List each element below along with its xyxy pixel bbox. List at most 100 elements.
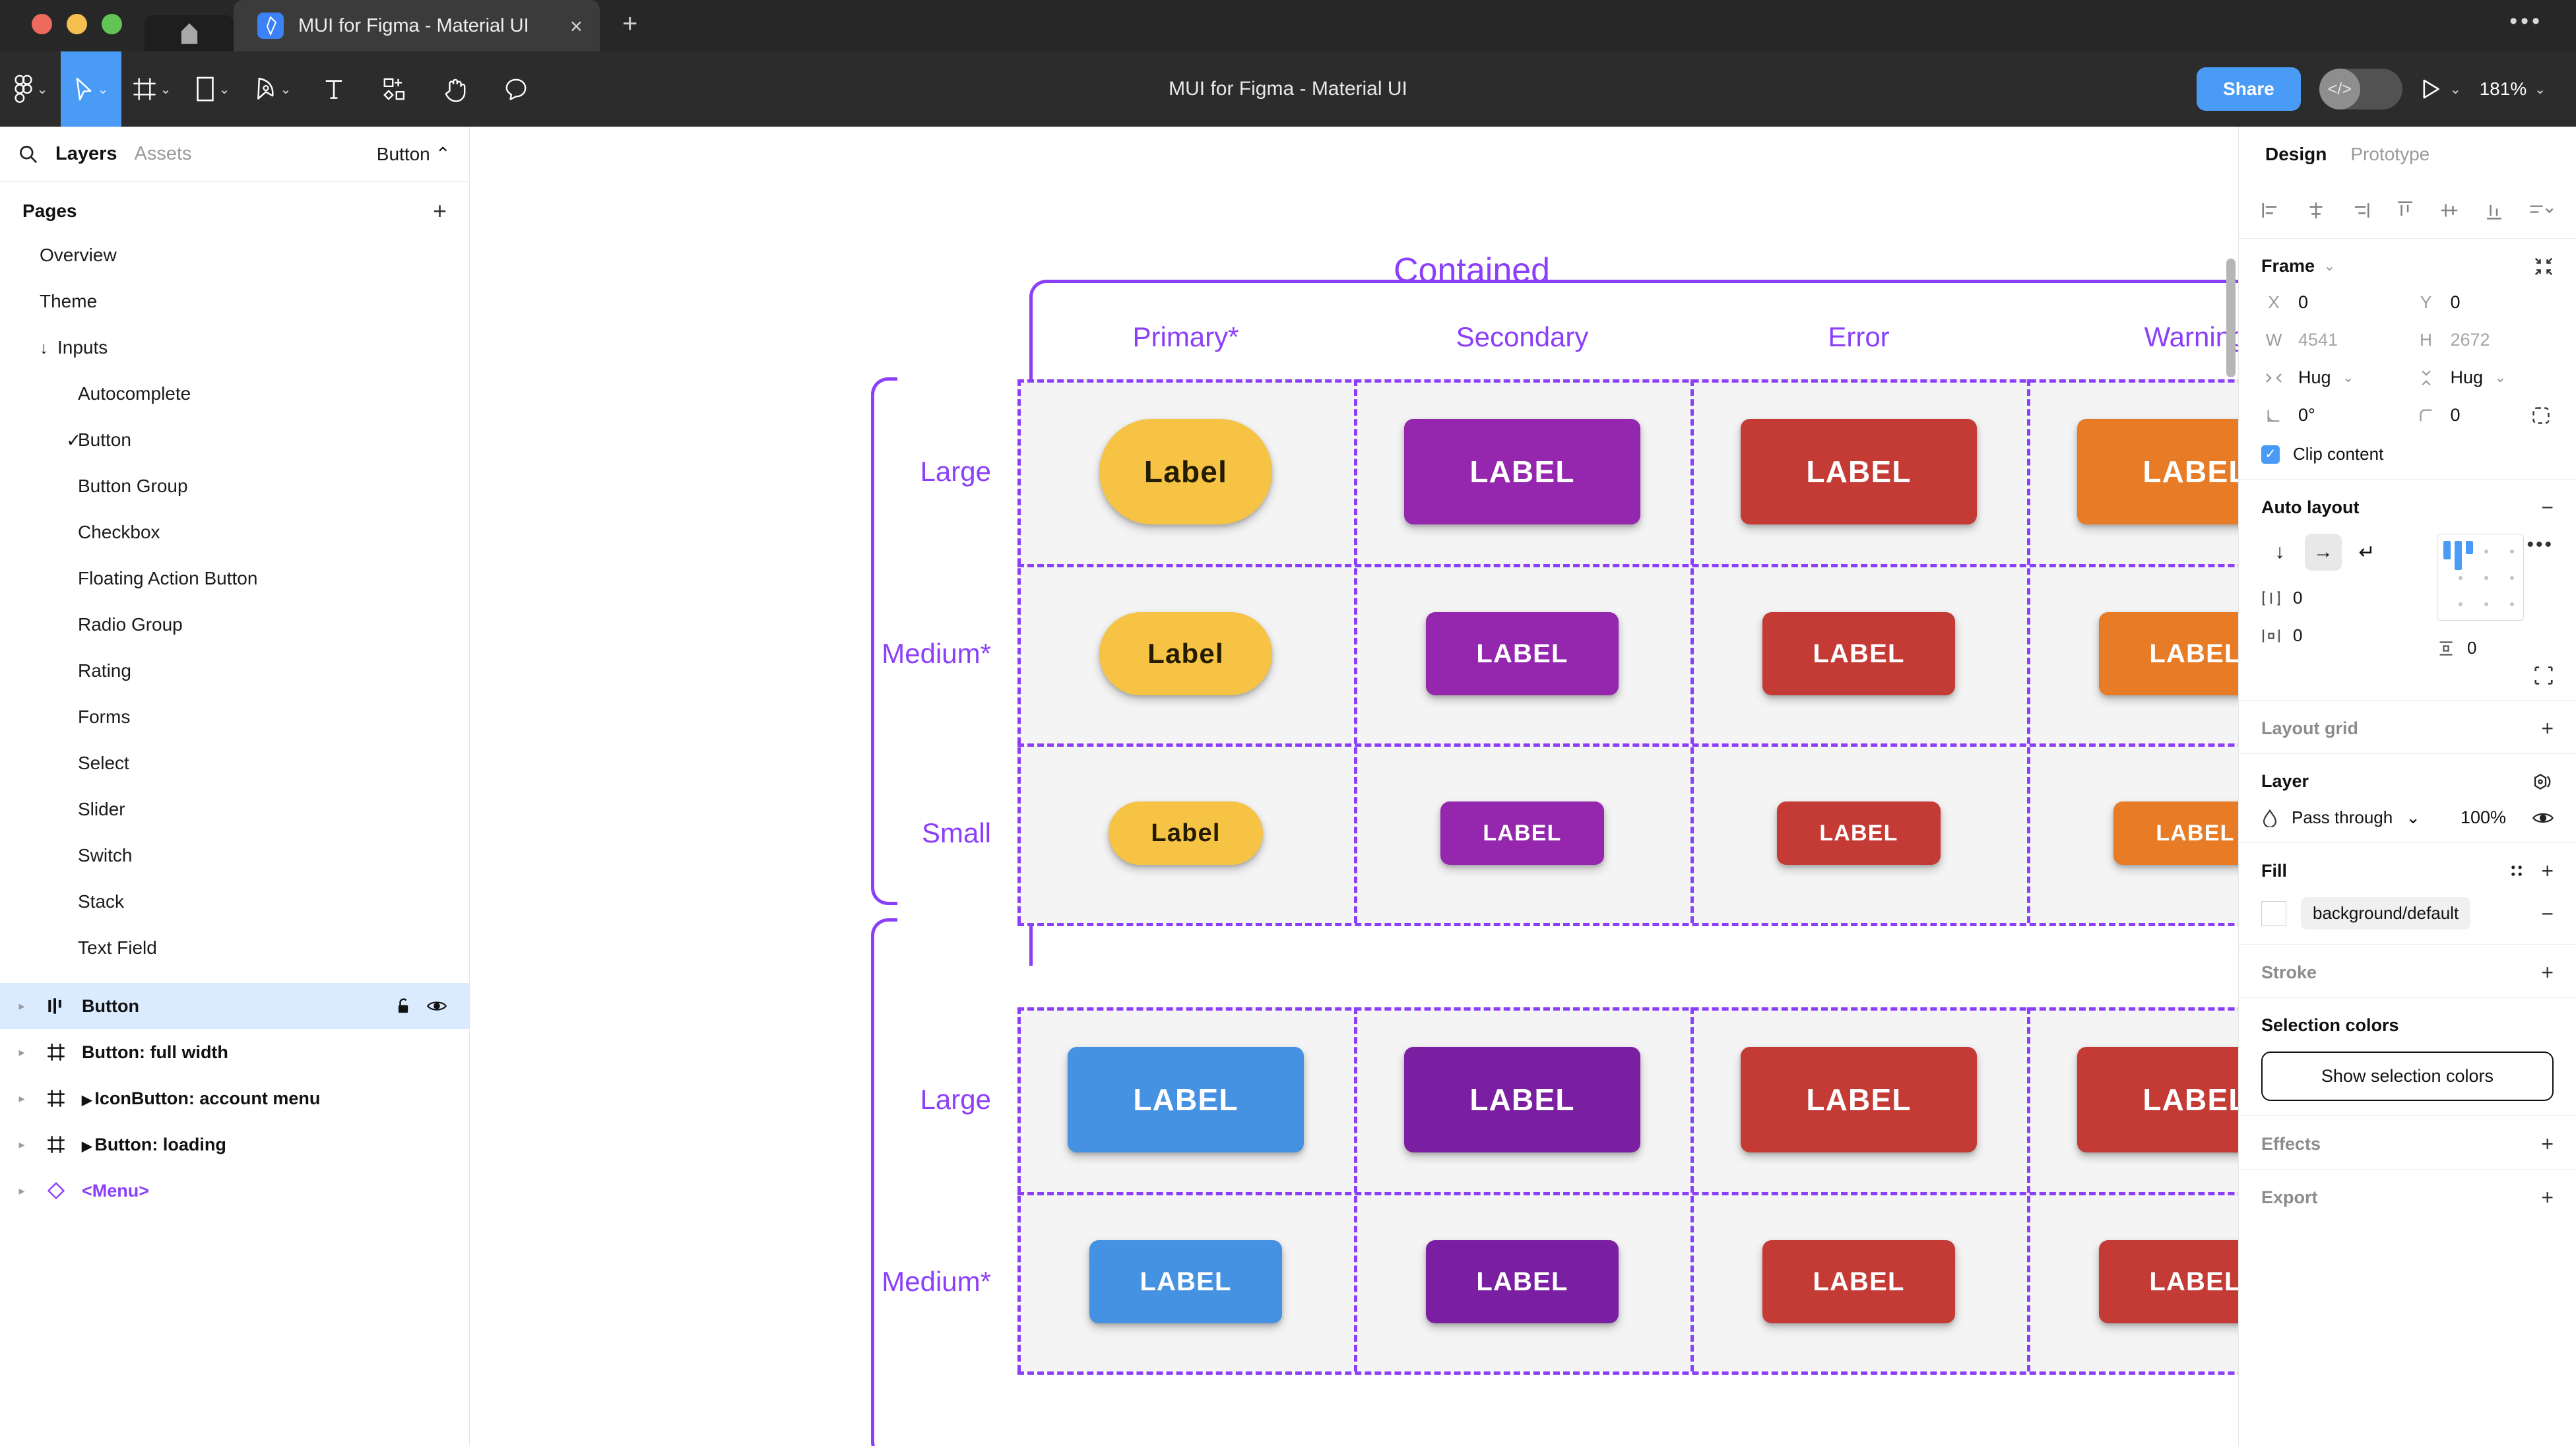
preview-button[interactable]: LABEL	[1777, 802, 1941, 865]
dev-mode-toggle[interactable]: </>	[2319, 69, 2402, 110]
align-top-icon[interactable]	[2395, 201, 2415, 220]
clip-content-row[interactable]: ✓ Clip content	[2261, 444, 2554, 464]
visibility-icon[interactable]	[427, 998, 447, 1014]
hand-tool-icon[interactable]	[425, 51, 486, 127]
layout-direction-vertical-icon[interactable]: ↓	[2261, 534, 2298, 571]
page-item-switch[interactable]: Switch	[0, 833, 469, 879]
home-tab-button[interactable]	[145, 15, 234, 51]
component-selector[interactable]: Button ⌃	[377, 143, 451, 165]
page-item-button-group[interactable]: Button Group	[0, 463, 469, 509]
preview-button[interactable]: Label	[1099, 612, 1272, 695]
show-selection-colors-button[interactable]: Show selection colors	[2261, 1052, 2554, 1101]
add-fill-icon[interactable]: +	[2541, 860, 2554, 881]
figma-menu-icon[interactable]: ⌄	[0, 51, 61, 127]
align-vertical-center-icon[interactable]	[2439, 201, 2459, 220]
layer-item-menu[interactable]: ▸<Menu>	[0, 1168, 469, 1214]
page-item-checkbox[interactable]: Checkbox	[0, 509, 469, 555]
page-item-text-field[interactable]: Text Field	[0, 925, 469, 971]
new-tab-icon[interactable]: +	[600, 11, 637, 51]
expand-layer-icon[interactable]: ▸	[13, 1138, 30, 1152]
preview-button[interactable]: LABEL	[1404, 1047, 1640, 1152]
expand-layer-icon[interactable]: ▸	[13, 1046, 30, 1059]
page-item-radio-group[interactable]: Radio Group	[0, 602, 469, 648]
resources-tool-icon[interactable]	[364, 51, 425, 127]
page-item-theme[interactable]: Theme	[0, 278, 469, 325]
expand-layer-icon[interactable]: ▸	[13, 1092, 30, 1106]
page-item-inputs[interactable]: ↓Inputs	[0, 325, 469, 371]
fill-color-swatch[interactable]	[2261, 901, 2286, 926]
page-item-button[interactable]: ✓Button	[0, 417, 469, 463]
remove-auto-layout-icon[interactable]: −	[2541, 497, 2554, 518]
canvas-vertical-scrollbar[interactable]	[2226, 259, 2236, 377]
preview-button[interactable]: LABEL	[1426, 612, 1619, 695]
share-button[interactable]: Share	[2197, 67, 2301, 111]
page-item-autocomplete[interactable]: Autocomplete	[0, 371, 469, 417]
auto-layout-more-icon[interactable]: •••	[2527, 534, 2554, 556]
corner-radius-field[interactable]: 0	[2414, 405, 2554, 425]
browser-overflow-icon[interactable]: •••	[2509, 9, 2576, 51]
align-right-icon[interactable]	[2350, 201, 2370, 220]
item-spacing-field[interactable]: 0	[2261, 588, 2426, 608]
layer-item-button[interactable]: ▸Button	[0, 983, 469, 1029]
close-window-button[interactable]	[32, 14, 52, 34]
preview-button[interactable]: LABEL	[1741, 419, 1977, 524]
search-icon[interactable]	[18, 144, 38, 164]
minimize-window-button[interactable]	[67, 14, 87, 34]
layout-direction-wrap-icon[interactable]: ↵	[2348, 534, 2385, 571]
browser-tab[interactable]: MUI for Figma - Material UI ×	[234, 0, 600, 51]
add-layout-grid-icon[interactable]: +	[2541, 718, 2554, 739]
tab-assets[interactable]: Assets	[135, 143, 192, 165]
padding-vertical-field[interactable]: 0	[2437, 638, 2524, 658]
preview-button[interactable]: LABEL	[2077, 419, 2238, 524]
padding-horizontal-field[interactable]: 0	[2261, 625, 2426, 646]
tab-layers[interactable]: Layers	[55, 143, 117, 165]
fill-token-name[interactable]: background/default	[2301, 897, 2470, 929]
alignment-grid[interactable]	[2437, 534, 2524, 621]
pen-tool-icon[interactable]: ⌄	[243, 51, 304, 127]
add-page-icon[interactable]: +	[433, 199, 447, 223]
clip-content-checkbox[interactable]: ✓	[2261, 445, 2280, 464]
align-left-icon[interactable]	[2261, 201, 2281, 220]
auto-layout-advanced-icon[interactable]	[2534, 666, 2554, 685]
preview-button[interactable]: LABEL	[2077, 1047, 2238, 1152]
preview-button[interactable]: LABEL	[1404, 419, 1640, 524]
align-bottom-icon[interactable]	[2484, 201, 2504, 220]
add-stroke-icon[interactable]: +	[2541, 962, 2554, 983]
distribute-menu-icon[interactable]	[2528, 201, 2554, 220]
design-canvas[interactable]: Contained Primary*SecondaryErrorWarningL…	[470, 127, 2238, 1446]
expand-layer-icon[interactable]: ▸	[13, 1184, 30, 1198]
layer-item-button-full-width[interactable]: ▸Button: full width	[0, 1029, 469, 1075]
unlock-icon[interactable]	[397, 997, 412, 1015]
preview-button[interactable]: LABEL	[2099, 612, 2238, 695]
height-field[interactable]: H 2672	[2414, 330, 2554, 350]
vertical-resizing-field[interactable]: Hug ⌄	[2414, 367, 2554, 388]
page-item-select[interactable]: Select	[0, 740, 469, 786]
close-tab-icon[interactable]: ×	[570, 15, 583, 37]
page-item-stack[interactable]: Stack	[0, 879, 469, 925]
text-tool-icon[interactable]	[304, 51, 364, 127]
zoom-control[interactable]: 181% ⌄	[2480, 79, 2546, 100]
page-item-rating[interactable]: Rating	[0, 648, 469, 694]
preview-button[interactable]: LABEL	[1068, 1047, 1304, 1152]
page-item-forms[interactable]: Forms	[0, 694, 469, 740]
maximize-window-button[interactable]	[102, 14, 122, 34]
layer-settings-icon[interactable]	[2532, 772, 2554, 791]
expand-layer-icon[interactable]: ▸	[13, 999, 30, 1013]
move-tool-icon[interactable]: ⌄	[61, 51, 121, 127]
add-effect-icon[interactable]: +	[2541, 1133, 2554, 1154]
comment-tool-icon[interactable]	[486, 51, 546, 127]
chevron-down-icon[interactable]: ⌄	[2324, 258, 2335, 274]
preview-button[interactable]: LABEL	[1762, 1240, 1955, 1323]
tab-prototype[interactable]: Prototype	[2350, 144, 2430, 165]
preview-button[interactable]: Label	[1109, 802, 1263, 865]
independent-corners-icon[interactable]	[2528, 406, 2554, 425]
x-field[interactable]: X 0	[2261, 292, 2402, 313]
layout-direction-horizontal-icon[interactable]: →	[2305, 534, 2342, 571]
preview-button[interactable]: Label	[1099, 419, 1272, 524]
preview-button[interactable]: LABEL	[1440, 802, 1604, 865]
preview-button[interactable]: LABEL	[1426, 1240, 1619, 1323]
add-export-icon[interactable]: +	[2541, 1187, 2554, 1208]
blend-mode-row[interactable]: Pass through ⌄ 100%	[2261, 807, 2554, 828]
shape-tool-icon[interactable]: ⌄	[182, 51, 243, 127]
remove-fill-icon[interactable]: −	[2541, 903, 2554, 924]
